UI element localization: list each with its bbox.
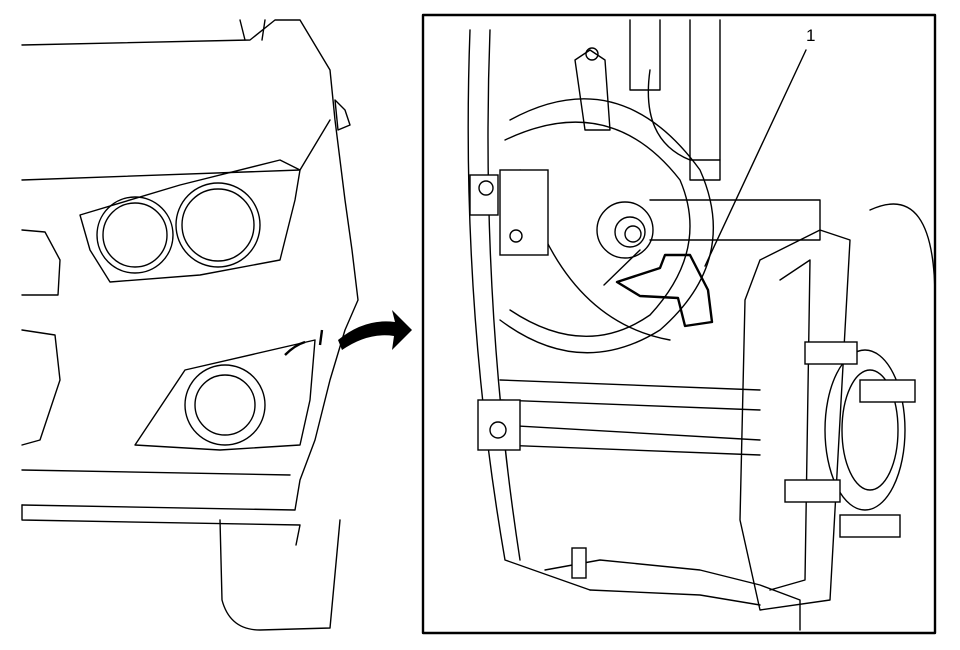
detail-frame [421, 13, 937, 635]
detail-view [421, 13, 937, 635]
direction-arrow [338, 310, 412, 350]
headlamp-bulb [615, 253, 714, 328]
callout-leader-line [704, 49, 807, 267]
vehicle-front-overview [21, 19, 359, 631]
callout-label-1: 1 [806, 26, 816, 45]
wheel-studs [784, 341, 916, 538]
